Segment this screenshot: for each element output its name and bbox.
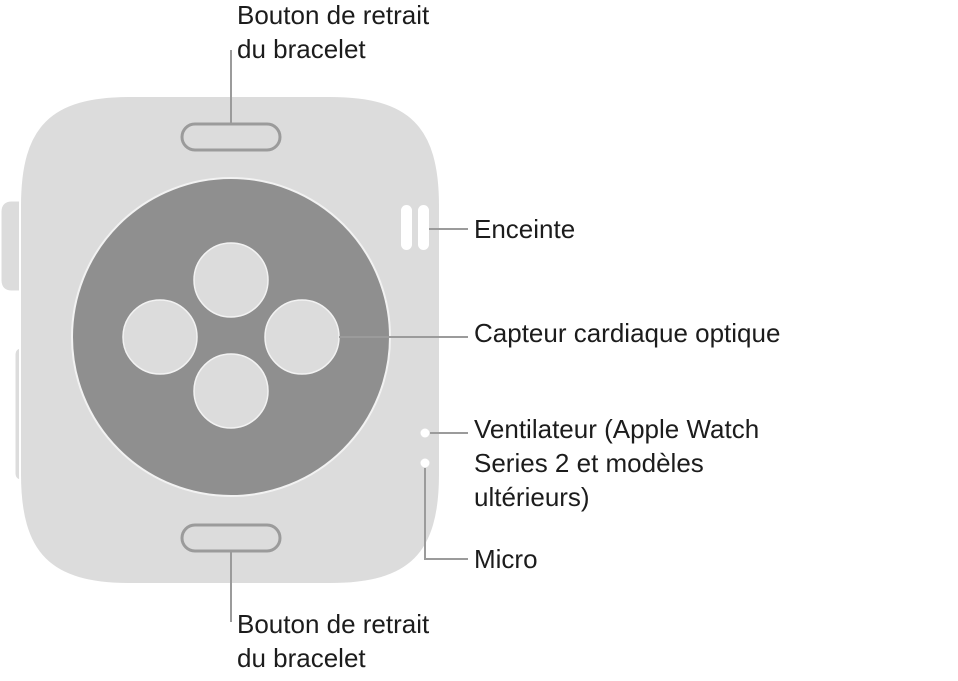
label-fan: Ventilateur (Apple Watch Series 2 et mod… [474,412,759,514]
sensor-lens-right [264,299,340,375]
label-band-release-top-line2: du bracelet [237,34,366,64]
label-fan-line3: ultérieurs) [474,482,590,512]
label-speaker-text: Enceinte [474,214,576,244]
label-band-release-top: Bouton de retrait du bracelet [237,0,429,66]
label-fan-line1: Ventilateur (Apple Watch [474,414,760,444]
sensor-lens-left [122,299,198,375]
fan-hole [420,428,430,438]
label-speaker: Enceinte [474,212,575,246]
label-band-release-bottom: Bouton de retrait du bracelet [237,607,429,675]
speaker-slot-right [418,205,429,250]
band-release-button-top [180,122,282,152]
leader-line-microphone [424,468,468,560]
label-fan-line2: Series 2 et modèles [474,448,704,478]
label-band-release-bottom-line1: Bouton de retrait [237,609,430,639]
sensor-lens-top [193,242,269,318]
label-optical-heart-sensor-text: Capteur cardiaque optique [474,318,781,348]
label-microphone-text: Micro [474,544,538,574]
label-band-release-bottom-line2: du bracelet [237,643,366,673]
speaker-slot-left [401,205,412,250]
label-microphone: Micro [474,542,538,576]
label-optical-heart-sensor: Capteur cardiaque optique [474,316,780,350]
label-band-release-top-line1: Bouton de retrait [237,0,430,30]
microphone-hole [420,458,430,468]
sensor-lens-bottom [193,353,269,429]
band-release-button-bottom [180,523,282,553]
